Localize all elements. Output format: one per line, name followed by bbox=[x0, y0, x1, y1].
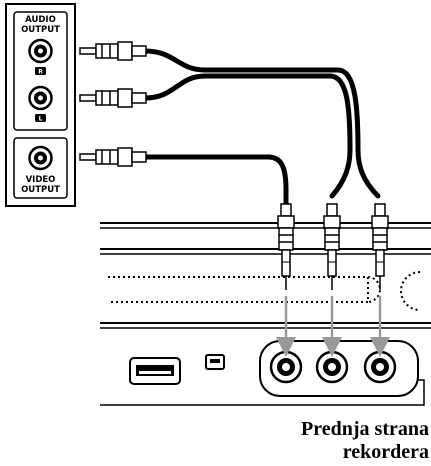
source-plugs bbox=[79, 41, 147, 167]
audio-cable-left bbox=[142, 73, 353, 199]
plug-audio-right bbox=[79, 41, 147, 61]
recorder-front-panel bbox=[100, 222, 431, 406]
audio-cable-right bbox=[142, 48, 381, 199]
audio-output-label-line2: OUTPUT bbox=[21, 25, 60, 35]
channel-label-right: R bbox=[38, 69, 43, 76]
plug-to-audio-right-jack bbox=[371, 203, 389, 290]
video-cable bbox=[142, 154, 289, 209]
dotted-circle-outline bbox=[400, 271, 421, 311]
cables bbox=[142, 48, 381, 209]
hidden-cover-outline bbox=[108, 276, 369, 303]
audio-jack-left bbox=[28, 85, 53, 111]
video-jack bbox=[28, 145, 53, 171]
source-output-panel: AUDIO OUTPUT R L VIDEO OUTPUT bbox=[5, 3, 76, 207]
video-output-label-line2: OUTPUT bbox=[21, 185, 60, 195]
video-output-label-line1: VIDEO bbox=[26, 175, 56, 185]
insertion-arrows bbox=[276, 296, 390, 357]
usb-symbol-icon bbox=[205, 354, 225, 370]
caption-line-1: Prednja strana bbox=[301, 418, 429, 440]
plug-video bbox=[79, 147, 147, 167]
channel-badge-left bbox=[35, 114, 46, 122]
usb-port bbox=[129, 357, 181, 385]
plug-audio-left bbox=[79, 88, 147, 108]
plug-to-video-jack bbox=[277, 203, 295, 290]
recorder-audio-left-jack bbox=[315, 350, 349, 384]
channel-badge-right bbox=[35, 67, 46, 75]
recorder-plugs bbox=[277, 203, 389, 290]
audio-jack-right bbox=[28, 38, 53, 64]
plug-to-audio-left-jack bbox=[323, 203, 341, 290]
caption-line-2: rekordera bbox=[342, 441, 429, 463]
audio-output-label-line1: AUDIO bbox=[25, 15, 56, 25]
recorder-video-jack bbox=[269, 350, 303, 384]
channel-label-left: L bbox=[39, 116, 43, 123]
recorder-audio-right-jack bbox=[363, 350, 397, 384]
